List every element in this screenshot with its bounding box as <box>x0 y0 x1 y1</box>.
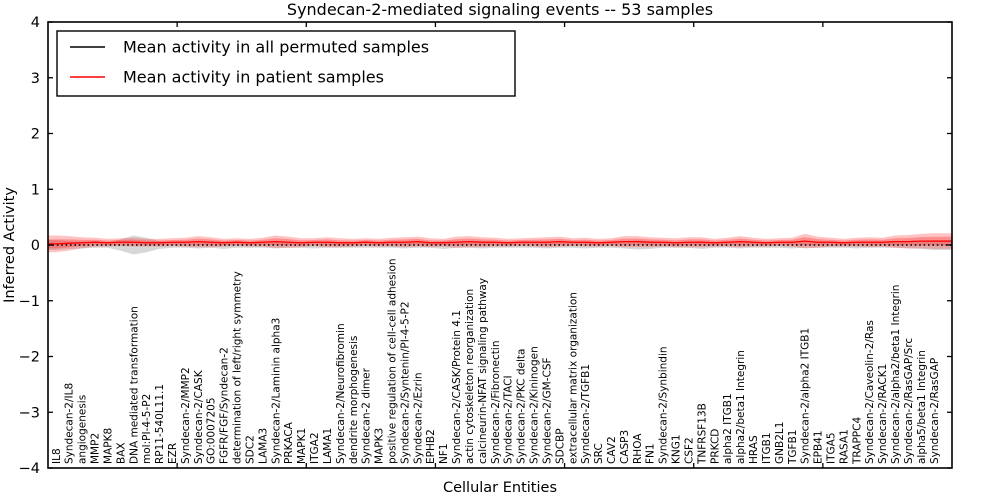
axes-frame-and-ticks <box>47 21 953 469</box>
x-category-label: HRAS <box>748 435 760 464</box>
plot-bands <box>48 233 952 255</box>
x-category-label: Syndecan-2/Kininogen <box>529 346 541 464</box>
x-category-label: actin cytoskeleton reorganization <box>464 289 476 464</box>
x-category-label: ITGB1 <box>761 432 773 464</box>
x-category-label: MAPK1 <box>296 428 308 464</box>
x-category-label: CASP3 <box>619 430 631 464</box>
x-category-label: Syndecan-2/alpha2 ITGB1 <box>800 328 812 464</box>
permuted-samples-spread <box>48 235 952 255</box>
x-category-label: CSF2 <box>683 437 695 464</box>
x-category-label: alpha2/beta1 Integrin <box>735 350 747 464</box>
y-tick-label: −4 <box>19 461 40 477</box>
x-category-label: MAPK3 <box>374 428 386 464</box>
x-category-label: Syndecan-2/RACK1 <box>877 364 889 464</box>
x-category-label: Syndecan-2/PKC delta <box>516 349 528 464</box>
x-category-label: MAPK8 <box>102 428 114 464</box>
x-category-label: LAMA1 <box>322 428 334 464</box>
y-tick-label: −3 <box>19 405 40 421</box>
y-tick-label: 4 <box>31 15 40 31</box>
x-category-label: SRC <box>593 443 605 464</box>
x-category-label: Syndecan-2/RasGAP/Src <box>903 338 915 464</box>
x-category-label: Syndecan-2/MMP2 <box>180 367 192 464</box>
y-tick-label: 1 <box>31 182 40 198</box>
x-category-label: PRKACA <box>283 421 295 464</box>
x-category-label: SDC2 <box>244 435 256 464</box>
x-category-label: Syndecan-2/Neurofibromin <box>335 323 347 464</box>
x-category-label: determination of left/right symmetry <box>232 271 244 464</box>
x-category-label: dendrite morphogenesis <box>348 336 360 464</box>
x-category-label: Syndecan-2/Laminin alpha3 <box>270 318 282 464</box>
plot-series-lines <box>48 240 952 246</box>
x-category-label: Syndecan-2/RasGAP <box>929 358 941 464</box>
x-category-label: FN1 <box>645 443 657 464</box>
x-category-label: alpha2 ITGB1 <box>722 393 734 464</box>
legend-label-permuted-samples: Mean activity in all permuted samples <box>123 38 429 57</box>
chart-title: Syndecan-2-mediated signaling events -- … <box>287 0 713 19</box>
y-tick-label: −1 <box>19 294 40 310</box>
x-category-label: positive regulation of cell-cell adhesio… <box>387 258 399 464</box>
x-category-label: LAMA3 <box>257 428 269 464</box>
x-category-label: Syndecan-2/alpha2/beta1 Integrin <box>890 285 902 464</box>
x-category-label: SDCBP <box>554 428 566 464</box>
x-category-label: RHOA <box>632 433 644 464</box>
legend-label-patient-samples: Mean activity in patient samples <box>123 68 384 87</box>
x-category-label: ITGA2 <box>309 432 321 464</box>
x-category-label: NF1 <box>438 443 450 464</box>
x-category-label: GO:0007205 <box>206 397 218 464</box>
x-category-label: mol:PI-4-5-P2 <box>141 394 153 464</box>
x-category-label: ITGA5 <box>826 432 838 464</box>
x-category-label: RP11-540L11.1 <box>154 384 166 464</box>
legend: Mean activity in all permuted samples Me… <box>56 30 516 97</box>
legend-box <box>56 30 516 97</box>
x-category-label: Syndecan-2/Syntenin/PI-4-5-P2 <box>399 301 411 464</box>
x-category-label: Syndecan-2/IL8 <box>64 383 76 464</box>
x-category-label: angiogenesis <box>77 395 89 464</box>
y-tick-label: 2 <box>31 127 40 143</box>
x-category-label: Syndecan-2 dimer <box>361 367 373 464</box>
x-category-label: alpha5/beta1 Integrin <box>916 350 928 464</box>
y-tick-label: 3 <box>31 71 40 87</box>
x-category-label: Syndecan-2/CASK <box>193 369 205 464</box>
x-category-label: Syndecan-2/CASK/Protein 4.1 <box>451 310 463 464</box>
x-category-label: IL8 <box>51 448 63 464</box>
y-axis-label: Inferred Activity <box>2 187 18 303</box>
x-category-label: TNFRSF13B <box>696 403 708 465</box>
x-category-label: Syndecan-2/GM-CSF <box>541 357 553 464</box>
x-category-label: Syndecan-2/Caveolin-2/Ras <box>864 320 876 464</box>
series-line-patient <box>48 240 952 245</box>
x-category-label: EPHB2 <box>425 429 437 464</box>
x-category-label: BAX <box>115 442 127 464</box>
x-category-label: FGFR/FGF/Syndecan-2 <box>219 347 231 464</box>
x-category-label: Syndecan-2/Synbindin <box>658 346 670 464</box>
x-category-label: TGFB1 <box>787 430 799 465</box>
x-category-label: Syndecan-2/TACI <box>503 375 515 464</box>
x-category-label: MMP2 <box>90 433 102 464</box>
x-category-label: calcineurin-NFAT signaling pathway <box>477 278 489 464</box>
x-category-label: CAV2 <box>606 436 618 464</box>
x-axis-label: Cellular Entities <box>443 480 557 496</box>
x-category-label: TRAPPC4 <box>851 417 863 465</box>
y-tick-label: −2 <box>19 350 40 366</box>
x-category-label: DNA mediated transformation <box>128 306 140 464</box>
x-category-label: KNG1 <box>671 434 683 464</box>
x-category-label: EPB41 <box>813 430 825 464</box>
x-category-label: PRKCD <box>709 429 721 464</box>
y-tick-label: 0 <box>31 238 40 254</box>
x-category-label: Syndecan-2/Fibronectin <box>490 341 502 464</box>
x-category-label: Syndecan-2/TGFB1 <box>580 364 592 464</box>
x-category-label: EZR <box>167 443 179 464</box>
x-category-label: RASA1 <box>838 429 850 464</box>
x-category-label: extracellular matrix organization <box>567 292 579 464</box>
x-category-label: GNB2L1 <box>774 422 786 464</box>
y-tick-labels: 4 3 2 1 0 −1 −2 −3 −4 <box>19 15 40 477</box>
x-category-label: Syndecan-2/Ezrin <box>412 372 424 464</box>
